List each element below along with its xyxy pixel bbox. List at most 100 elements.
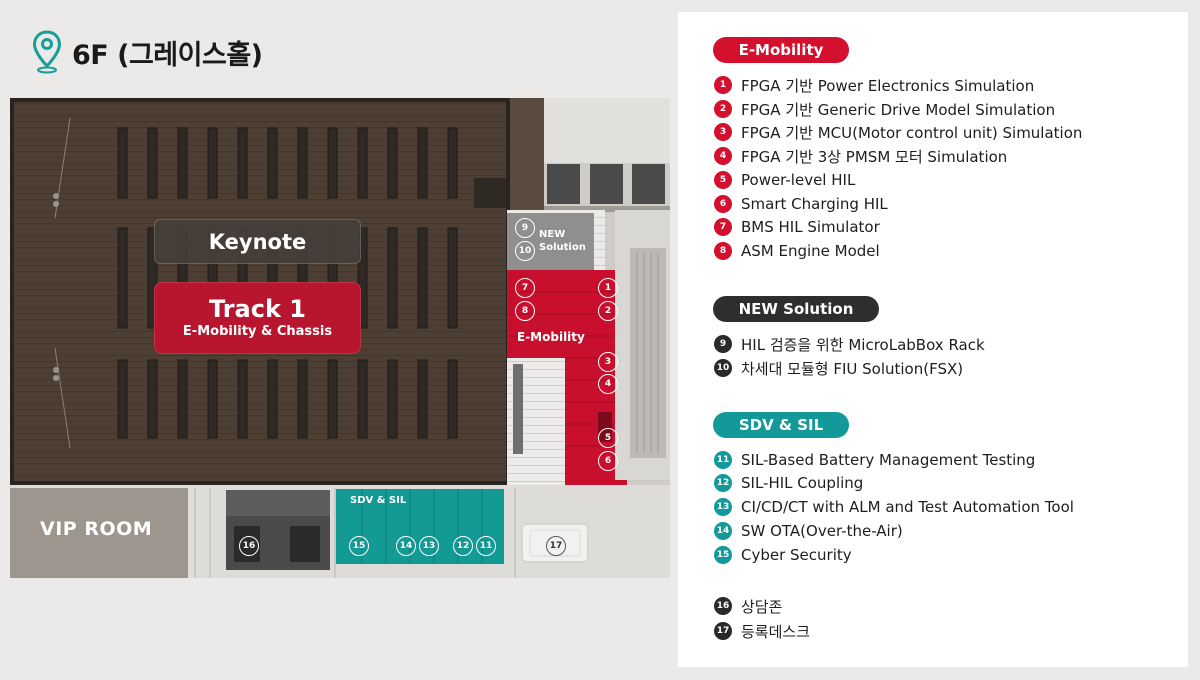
new-solution-line2: Solution: [539, 242, 586, 253]
booth-marker-9[interactable]: 9: [515, 218, 535, 238]
legend-text-17: 등록데스크: [741, 622, 811, 641]
legend-badge-17: 17: [714, 622, 732, 640]
legend-item-10: 10 차세대 모듈형 FIU Solution(FSX): [714, 357, 963, 379]
booth-marker-7[interactable]: 7: [515, 278, 535, 298]
legend-text-7: BMS HIL Simulator: [741, 218, 880, 236]
emobility-zone-label: E-Mobility: [517, 330, 585, 344]
vip-room-label: VIP ROOM: [40, 518, 153, 540]
seat-row: [357, 227, 368, 329]
keynote-label: Keynote: [208, 229, 307, 254]
seat-row: [357, 127, 368, 199]
seat-row: [297, 359, 308, 439]
booth-marker-16[interactable]: 16: [239, 536, 259, 556]
legend-item-4: 4 FPGA 기반 3상 PMSM 모터 Simulation: [714, 145, 1007, 167]
legend-text-4: FPGA 기반 3상 PMSM 모터 Simulation: [741, 147, 1008, 166]
booth-marker-2[interactable]: 2: [598, 301, 618, 321]
seat-row: [237, 127, 248, 199]
seat-row: [447, 127, 458, 199]
booth-marker-17[interactable]: 17: [546, 536, 566, 556]
legend-badge-13: 13: [714, 498, 732, 516]
booth-marker-11[interactable]: 11: [476, 536, 496, 556]
seat-row: [447, 359, 458, 439]
map-pin-icon: [32, 30, 62, 74]
floor-plan: Keynote Track 1 E-Mobility & Chassis VIP…: [10, 98, 670, 578]
legend-badge-16: 16: [714, 597, 732, 615]
seat-row: [387, 359, 398, 439]
booth-marker-5[interactable]: 5: [598, 428, 618, 448]
booth-marker-1[interactable]: 1: [598, 278, 618, 298]
legend-item-17: 17 등록데스크: [714, 620, 810, 642]
seat-row: [327, 359, 338, 439]
booth-marker-13[interactable]: 13: [419, 536, 439, 556]
legend-text-10: 차세대 모듈형 FIU Solution(FSX): [741, 359, 964, 378]
legend-text-12: SIL-HIL Coupling: [741, 474, 864, 492]
legend-text-2: FPGA 기반 Generic Drive Model Simulation: [741, 100, 1056, 119]
seat-row: [267, 127, 278, 199]
legend-text-14: SW OTA(Over-the-Air): [741, 522, 903, 540]
sdv-zone-label: SDV & SIL: [350, 495, 407, 506]
legend-text-16: 상담존: [741, 597, 783, 616]
legend-item-11: 11 SIL-Based Battery Management Testing: [714, 449, 1035, 471]
legend-badge-2: 2: [714, 100, 732, 118]
keynote-area: Keynote: [154, 219, 361, 264]
new-solution-label: NEW Solution: [539, 228, 586, 254]
legend-item-1: 1 FPGA 기반 Power Electronics Simulation: [714, 74, 1034, 96]
booth-marker-6[interactable]: 6: [598, 451, 618, 471]
seat-row: [267, 359, 278, 439]
seat-row: [387, 127, 398, 199]
booth-marker-10[interactable]: 10: [515, 241, 535, 261]
legend-text-6: Smart Charging HIL: [741, 195, 888, 213]
booth-marker-3[interactable]: 3: [598, 352, 618, 372]
booth-marker-14[interactable]: 14: [396, 536, 416, 556]
legend-text-9: HIL 검증을 위한 MicroLabBox Rack: [741, 335, 985, 354]
seat-row: [297, 127, 308, 199]
seat-row: [207, 127, 218, 199]
page-title: 6F (그레이스홀): [72, 39, 263, 71]
booth-marker-4[interactable]: 4: [598, 374, 618, 394]
legend-item-8: 8 ASM Engine Model: [714, 240, 880, 262]
legend-badge-8: 8: [714, 242, 732, 260]
new-solution-line1: NEW: [539, 229, 566, 240]
seat-row: [117, 127, 128, 199]
legend-item-9: 9 HIL 검증을 위한 MicroLabBox Rack: [714, 333, 985, 355]
booth-marker-15[interactable]: 15: [349, 536, 369, 556]
seat-row: [117, 227, 128, 329]
legend-text-8: ASM Engine Model: [741, 242, 880, 260]
legend-badge-10: 10: [714, 359, 732, 377]
legend-badge-11: 11: [714, 451, 732, 469]
seat-row: [147, 227, 158, 329]
page-header: 6F (그레이스홀): [32, 30, 263, 74]
legend-badge-12: 12: [714, 474, 732, 492]
legend-text-11: SIL-Based Battery Management Testing: [741, 451, 1036, 469]
section-title-emobility: E-Mobility: [713, 37, 849, 63]
legend-text-1: FPGA 기반 Power Electronics Simulation: [741, 76, 1035, 95]
booth-marker-8[interactable]: 8: [515, 301, 535, 321]
legend-text-15: Cyber Security: [741, 546, 852, 564]
legend-badge-1: 1: [714, 76, 732, 94]
seat-row: [357, 359, 368, 439]
seat-row: [447, 227, 458, 329]
legend-panel: E-Mobility 1 FPGA 기반 Power Electronics Si…: [678, 12, 1188, 667]
section-title-new-solution: NEW Solution: [713, 296, 879, 322]
legend-item-2: 2 FPGA 기반 Generic Drive Model Simulation: [714, 98, 1055, 120]
legend-text-5: Power-level HIL: [741, 171, 856, 189]
track1-area: Track 1 E-Mobility & Chassis: [154, 282, 361, 354]
booth-marker-12[interactable]: 12: [453, 536, 473, 556]
legend-badge-9: 9: [714, 335, 732, 353]
track1-subtitle: E-Mobility & Chassis: [182, 324, 333, 339]
legend-badge-4: 4: [714, 147, 732, 165]
seat-row: [387, 227, 398, 329]
legend-text-13: CI/CD/CT with ALM and Test Automation To…: [741, 498, 1074, 516]
legend-item-13: 13 CI/CD/CT with ALM and Test Automation …: [714, 496, 1074, 518]
seat-row: [237, 359, 248, 439]
seat-row: [417, 359, 428, 439]
seat-row: [327, 127, 338, 199]
seat-row: [117, 359, 128, 439]
legend-item-16: 16 상담존: [714, 595, 782, 617]
